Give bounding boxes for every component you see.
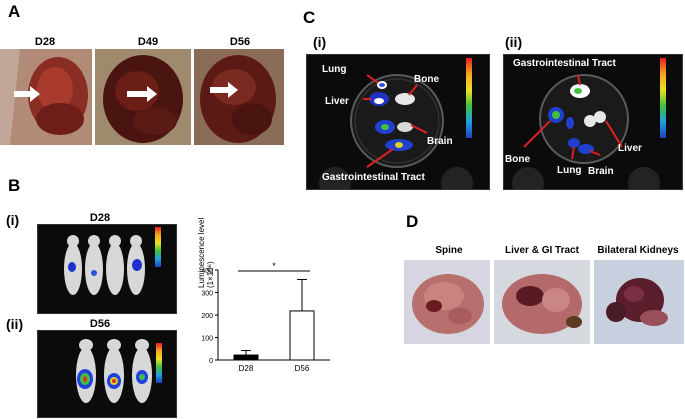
panel-c-organ-image-i [306, 54, 490, 190]
panel-c-sub-i: (i) [313, 34, 327, 50]
panel-d-label-kidneys: Bilateral Kidneys [597, 245, 679, 256]
panel-b-colorbar-d28 [155, 227, 161, 267]
bar-d28 [233, 354, 259, 361]
panel-c-sub-ii: (ii) [505, 34, 523, 50]
panel-c-colorbar-ii [660, 58, 666, 138]
chart-ylabel: Luminescence level (1×10⁶) [197, 217, 215, 288]
organ-label-lung: Lung [322, 64, 347, 75]
panel-a-photo-d49 [95, 49, 191, 145]
panel-b-bioluminescence-d28 [37, 224, 177, 314]
organ-label-bone-ii: Bone [505, 154, 530, 165]
panel-d-label-spine: Spine [435, 245, 463, 256]
panel-d-label-liver-gi: Liver & GI Tract [505, 245, 579, 256]
panel-c-colorbar-i [466, 58, 472, 138]
organ-label-lung-ii: Lung [557, 165, 582, 176]
organ-label-gi-tract: Gastrointestinal Tract [322, 172, 425, 183]
panel-b-colorbar-d56 [156, 343, 162, 383]
panel-b-label-d56: D56 [89, 318, 111, 330]
significance-star: * [272, 261, 276, 271]
x-tick-label: D56 [295, 364, 310, 373]
panel-a-label-d56: D56 [229, 36, 251, 48]
x-tick-label: D28 [239, 364, 254, 373]
arrow-icon [210, 82, 238, 98]
panel-b-sub-i: (i) [6, 212, 20, 228]
organ-label-brain-ii: Brain [588, 166, 614, 177]
organ-label-liver-ii: Liver [618, 143, 642, 154]
y-tick-label: 200 [201, 313, 213, 320]
panel-b-bioluminescence-d56 [37, 330, 177, 418]
panel-a-label-d28: D28 [34, 36, 56, 48]
organ-label-liver: Liver [325, 96, 349, 107]
arrow-icon [127, 86, 157, 102]
organ-label-bone: Bone [414, 74, 439, 85]
panel-b-label-d28: D28 [89, 212, 111, 224]
panel-a-photo-d56 [194, 49, 284, 145]
arrow-icon [14, 86, 40, 102]
panel-letter-a: A [8, 2, 21, 21]
panel-d-photo-liver-gi [494, 260, 590, 344]
panel-letter-b: B [8, 176, 21, 195]
panel-d-photo-spine [404, 260, 490, 344]
y-tick-label: 100 [201, 336, 213, 343]
y-tick-label: 0 [209, 358, 213, 365]
panel-a-label-d49: D49 [137, 36, 159, 48]
panel-b-sub-ii: (ii) [6, 316, 24, 332]
panel-d-photo-kidneys [594, 260, 684, 344]
y-tick-label: 400 [201, 268, 213, 275]
panel-letter-c: C [303, 8, 316, 27]
organ-label-brain: Brain [427, 136, 453, 147]
panel-c-organ-image-ii [503, 54, 683, 190]
y-tick-label: 300 [201, 291, 213, 298]
organ-label-gi-tract-ii: Gastrointestinal Tract [513, 58, 616, 69]
panel-a-photo-d28 [0, 49, 92, 145]
bar-d56 [289, 310, 315, 361]
panel-letter-d: D [406, 212, 419, 231]
